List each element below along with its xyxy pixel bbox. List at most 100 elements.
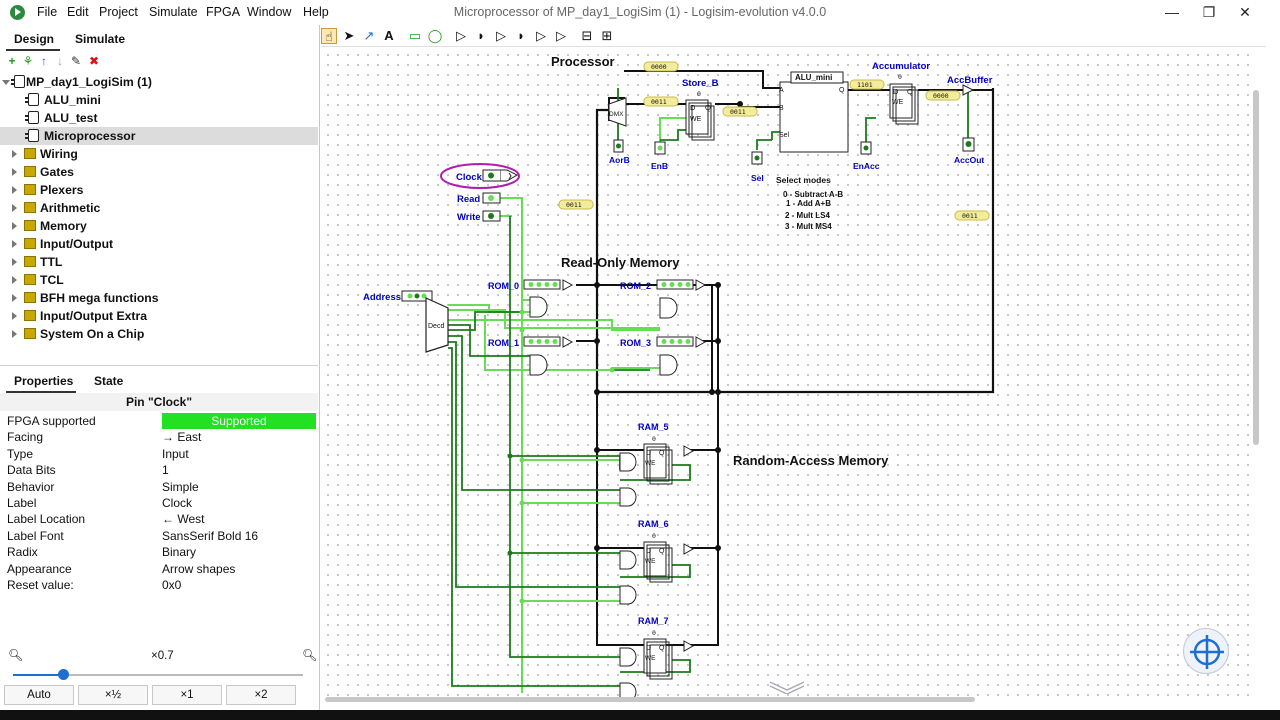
tree-lib-bfh[interactable]: BFH mega functions xyxy=(0,289,318,307)
expand-arrow-icon[interactable] xyxy=(12,258,17,266)
property-row[interactable]: Facing→ East xyxy=(0,429,318,445)
nand-gate-icon[interactable]: ◗ xyxy=(517,28,525,43)
expand-arrow-icon[interactable] xyxy=(12,330,17,338)
appearance-icon[interactable]: ⊞ xyxy=(601,28,613,43)
menu-window[interactable]: Window xyxy=(247,5,292,19)
tree-circuit-alu-mini[interactable]: ALU_mini xyxy=(0,91,318,109)
move-up-icon[interactable]: ↑ xyxy=(41,54,47,68)
tab-design[interactable]: Design xyxy=(14,32,55,46)
expand-arrow-icon[interactable] xyxy=(12,294,17,302)
chevron-down-icon[interactable] xyxy=(768,680,806,694)
property-row[interactable]: Label Location← West xyxy=(0,511,318,527)
text-tool-icon[interactable]: A xyxy=(384,28,394,43)
menu-fpga[interactable]: FPGA xyxy=(206,5,241,19)
tree-circuit-microprocessor[interactable]: Microprocessor xyxy=(0,127,318,145)
property-value[interactable]: ← West xyxy=(162,512,205,527)
close-button[interactable]: ✕ xyxy=(1239,4,1251,20)
property-value[interactable]: Input xyxy=(162,446,189,461)
expand-arrow-icon[interactable] xyxy=(12,276,17,284)
expand-arrow-icon[interactable] xyxy=(12,168,17,176)
tree-lib-tcl[interactable]: TCL xyxy=(0,271,318,289)
output-pin-icon[interactable]: ◯ xyxy=(427,28,443,43)
delete-icon[interactable]: ✖ xyxy=(88,54,100,68)
zoom-2x-button[interactable]: ×2 xyxy=(226,685,296,705)
acc-buffer[interactable] xyxy=(962,84,975,96)
tree-project[interactable]: MP_day1_LogiSim (1) xyxy=(0,73,318,91)
menu-file[interactable]: File xyxy=(37,5,58,19)
demux[interactable] xyxy=(608,97,627,127)
property-value[interactable]: Clock xyxy=(162,496,193,510)
expand-arrow-icon[interactable] xyxy=(12,204,17,212)
add-library-icon[interactable]: ⚘ xyxy=(22,54,34,68)
tree-circuit-alu-test[interactable]: ALU_test xyxy=(0,109,318,127)
move-down-icon[interactable]: ↓ xyxy=(57,54,63,68)
expand-arrow-icon[interactable] xyxy=(12,150,17,158)
menu-help[interactable]: Help xyxy=(303,5,329,19)
or-gate-icon[interactable]: ▷ xyxy=(496,28,506,43)
expand-arrow-icon[interactable] xyxy=(12,186,17,194)
input-pin-icon[interactable]: ▭ xyxy=(408,28,422,43)
property-row[interactable]: Reset value:0x0 xyxy=(0,577,318,593)
decoder[interactable] xyxy=(425,297,449,353)
and-gate-icon[interactable]: ◗ xyxy=(477,28,485,43)
fpga-supported-badge[interactable]: Supported xyxy=(162,413,316,429)
wiring-tool-icon[interactable]: ↗ xyxy=(363,28,375,43)
tree-lib-gates[interactable]: Gates xyxy=(0,163,318,181)
menu-edit[interactable]: Edit xyxy=(67,5,89,19)
property-value[interactable]: 0x0 xyxy=(162,578,182,592)
zoom-1x-button[interactable]: ×1 xyxy=(152,685,222,705)
expand-arrow-icon[interactable] xyxy=(12,240,17,248)
zoom-auto-button[interactable]: Auto xyxy=(4,685,74,705)
zoom-slider[interactable] xyxy=(13,674,303,676)
poke-tool-icon[interactable]: ☝ xyxy=(321,28,337,44)
property-value[interactable]: Arrow shapes xyxy=(162,561,236,576)
property-value[interactable]: Binary xyxy=(162,545,197,560)
edit-appearance-icon[interactable]: ✎ xyxy=(70,54,82,68)
add-circuit-icon[interactable]: + xyxy=(8,54,16,68)
tab-state[interactable]: State xyxy=(94,374,124,388)
tree-lib-arithmetic[interactable]: Arithmetic xyxy=(0,199,318,217)
tab-properties[interactable]: Properties xyxy=(14,374,74,388)
select-tool-icon[interactable]: ➤ xyxy=(343,28,355,43)
tree-lib-input-output[interactable]: Input/Output xyxy=(0,235,318,253)
tree-lib-plexers[interactable]: Plexers xyxy=(0,181,318,199)
tree-lib-ttl[interactable]: TTL xyxy=(0,253,318,271)
minimize-button[interactable]: — xyxy=(1165,4,1179,20)
zoom-half-button[interactable]: ×½ xyxy=(78,685,148,705)
recenter-button[interactable] xyxy=(1183,628,1229,674)
alu-mini[interactable] xyxy=(779,81,849,153)
tree-lib-memory[interactable]: Memory xyxy=(0,217,318,235)
splitter-icon[interactable]: ⊟ xyxy=(581,28,593,43)
vertical-scrollbar[interactable] xyxy=(1253,90,1259,445)
xor-gate-icon[interactable]: ▷ xyxy=(556,28,566,43)
menu-simulate[interactable]: Simulate xyxy=(149,5,198,19)
tree-lib-io-extra[interactable]: Input/Output Extra xyxy=(0,307,318,325)
maximize-button[interactable]: ❐ xyxy=(1202,4,1216,20)
not-gate-icon[interactable]: ▷ xyxy=(456,28,466,43)
property-value[interactable]: Simple xyxy=(162,479,199,494)
expand-arrow-icon[interactable] xyxy=(12,312,17,320)
horizontal-scrollbar[interactable] xyxy=(325,697,975,702)
expand-arrow-icon[interactable] xyxy=(2,80,10,85)
nor-gate-icon[interactable]: ▷ xyxy=(536,28,546,43)
zoom-out-icon[interactable]: 🔍︎ xyxy=(8,648,24,662)
property-value[interactable]: → East xyxy=(162,430,202,445)
zoom-in-icon[interactable]: 🔍︎ xyxy=(302,648,318,662)
expand-arrow-icon[interactable] xyxy=(12,222,17,230)
tab-simulate[interactable]: Simulate xyxy=(75,32,126,46)
tree-lib-soc[interactable]: System On a Chip xyxy=(0,325,318,343)
property-value[interactable]: 1 xyxy=(162,463,169,478)
menu-project[interactable]: Project xyxy=(99,5,138,19)
circuit-canvas[interactable]: Processor Read-Only Memory Random-Access… xyxy=(321,48,1256,700)
tree-lib-wiring[interactable]: Wiring xyxy=(0,145,318,163)
zoom-slider-thumb[interactable] xyxy=(58,669,69,680)
property-value[interactable]: SansSerif Bold 16 xyxy=(162,528,259,543)
